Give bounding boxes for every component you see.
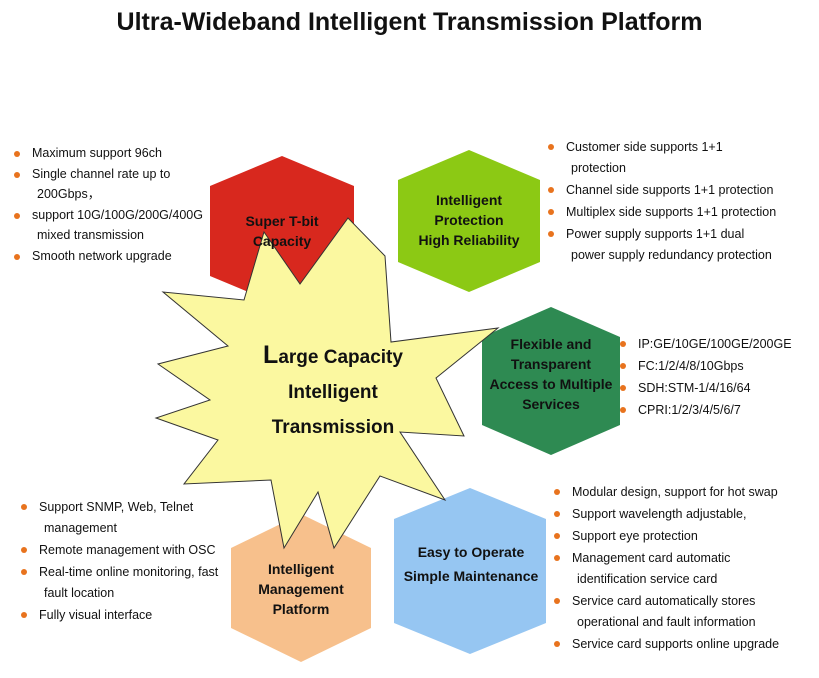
hexagon-management — [231, 514, 371, 662]
bullet-text-continuation: protection — [571, 161, 626, 175]
bullet-item-access: IP:GE/10GE/100GE/200GE — [618, 333, 792, 355]
bullet-text-continuation: management — [44, 521, 117, 535]
center-line-2: Intelligent — [288, 382, 378, 403]
hexagon-protection — [398, 150, 540, 292]
bullet-text-continuation: identification service card — [577, 572, 718, 586]
hex-access-line-4: Services — [522, 396, 580, 412]
bullet-text: Support SNMP, Web, Telnet — [39, 500, 194, 514]
bullet-item-maintenance: Service card supports online upgrade — [552, 633, 779, 655]
bullet-item-protection: Customer side supports 1+1 protection — [546, 136, 776, 179]
hexagon-label-access: Flexible and Transparent Access to Multi… — [477, 334, 625, 414]
hex-capacity-line-1: Super T-bit — [245, 213, 319, 229]
hex-maintenance-line-1: Easy to Operate — [417, 544, 525, 560]
bullet-text: CPRI:1/2/3/4/5/6/7 — [638, 403, 741, 417]
bullet-item-maintenance: Support eye protection — [552, 525, 779, 547]
center-initial-letter: L — [263, 341, 279, 369]
bullet-item-capacity: Single channel rate up to 200Gbps， — [12, 164, 203, 205]
bullet-item-capacity: Smooth network upgrade — [12, 246, 203, 267]
bullet-item-access: CPRI:1/2/3/4/5/6/7 — [618, 399, 792, 421]
hex-protection-line-1: Intelligent — [435, 192, 503, 208]
hexagon-access — [482, 307, 620, 455]
page-title: Ultra-Wideband Intelligent Transmission … — [116, 8, 703, 36]
hex-protection-line-2: Protection — [434, 212, 504, 228]
bullet-text: support 10G/100G/200G/400G — [32, 208, 203, 222]
hex-management-line-1: Intelligent — [267, 561, 335, 577]
bullet-text: FC:1/2/4/8/10Gbps — [638, 359, 744, 373]
bullet-text: Customer side supports 1+1 — [566, 140, 723, 154]
bullet-text: Smooth network upgrade — [32, 249, 172, 263]
bullet-text: Maximum support 96ch — [32, 146, 162, 160]
bullet-item-access: FC:1/2/4/8/10Gbps — [618, 355, 792, 377]
bullet-item-protection: Channel side supports 1+1 protection — [546, 179, 776, 201]
hexagon-label-management: Intelligent Management Platform — [238, 557, 364, 621]
center-line-3: Transmission — [271, 417, 395, 438]
bullet-text: Power supply supports 1+1 dual — [566, 227, 745, 241]
bullet-item-protection: Multiplex side supports 1+1 protection — [546, 201, 776, 223]
hex-capacity-line-2: Capacity — [252, 233, 312, 249]
bullet-item-maintenance: Support wavelength adjustable, — [552, 503, 779, 525]
hex-protection-line-3: High Reliability — [418, 232, 520, 248]
bullet-text: Fully visual interface — [39, 608, 153, 622]
bullet-text: Channel side supports 1+1 protection — [566, 183, 774, 197]
hex-access-line-3: Access to Multiple — [489, 376, 613, 392]
bullet-text: Service card automatically stores — [572, 594, 756, 608]
bullet-text-continuation: fault location — [44, 586, 115, 600]
center-line-1: Large Capacity — [218, 338, 448, 375]
hexagon-label-protection: Intelligent Protection High Reliability — [404, 180, 534, 260]
bullet-item-management: Support SNMP, Web, Telnet management — [19, 496, 218, 539]
hex-access-line-1: Flexible and — [510, 336, 592, 352]
bullet-item-management: Fully visual interface — [19, 604, 218, 626]
bullet-item-management: Remote management with OSC — [19, 539, 218, 561]
hex-maintenance-line-2: Simple Maintenance — [403, 568, 539, 584]
center-line-1-rest: arge Capacity — [278, 347, 403, 368]
bullet-text-continuation: operational and fault information — [577, 615, 756, 629]
bullet-text-continuation: mixed transmission — [37, 228, 144, 242]
bullet-text: Support wavelength adjustable, — [572, 507, 747, 521]
bullet-text: Support eye protection — [572, 529, 698, 543]
hexagon-label-capacity: Super T-bit Capacity — [220, 196, 344, 266]
bullet-text-continuation: power supply redundancy protection — [571, 248, 772, 262]
bullet-item-maintenance: Service card automatically stores operati… — [552, 590, 779, 633]
bullet-item-maintenance: Modular design, support for hot swap — [552, 481, 779, 503]
bullet-text-continuation: 200Gbps， — [37, 187, 101, 201]
bullet-item-capacity: support 10G/100G/200G/400G mixed transmis… — [12, 205, 203, 246]
bullet-text: Modular design, support for hot swap — [572, 485, 778, 499]
hex-access-line-2: Transparent — [510, 356, 592, 372]
bullet-text: SDH:STM-1/4/16/64 — [638, 381, 751, 395]
hex-management-line-3: Platform — [272, 601, 330, 617]
bullet-item-management: Real-time online monitoring, fast fault l… — [19, 561, 218, 604]
bullet-text: Multiplex side supports 1+1 protection — [566, 205, 777, 219]
hexagon-label-maintenance: Easy to Operate Simple Maintenance — [396, 536, 546, 592]
bullet-item-access: SDH:STM-1/4/16/64 — [618, 377, 792, 399]
bullet-item-protection: Power supply supports 1+1 dual power supp… — [546, 223, 776, 266]
bullet-item-maintenance: Management card automatic identification … — [552, 547, 779, 590]
hexagon-maintenance — [394, 488, 546, 654]
bullet-text: IP:GE/10GE/100GE/200GE — [638, 337, 792, 351]
bullet-item-capacity: Maximum support 96ch — [12, 143, 203, 164]
bullet-text: Single channel rate up to — [32, 167, 171, 181]
bullet-text: Real-time online monitoring, fast — [39, 565, 219, 579]
center-star-label: Large Capacity Intelligent Transmission — [218, 338, 448, 445]
bullet-text: Service card supports online upgrade — [572, 637, 780, 651]
bullet-text: Management card automatic — [572, 551, 731, 565]
center-star-burst — [154, 217, 500, 550]
bullet-text: Remote management with OSC — [39, 543, 216, 557]
hex-management-line-2: Management — [258, 581, 344, 597]
